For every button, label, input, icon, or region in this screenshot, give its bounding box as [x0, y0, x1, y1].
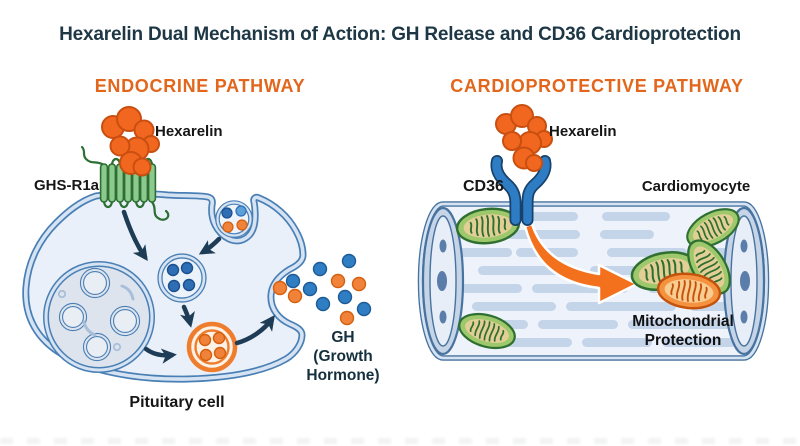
ghs-r1a-label: GHS-R1a	[34, 177, 100, 194]
arrow-nucleus-to-vesicle	[143, 346, 177, 364]
mito-line1: Mitochondrial	[632, 313, 734, 330]
protection-arrow	[523, 222, 639, 305]
pituitary-cell-label: Pituitary cell	[129, 394, 225, 411]
hexarelin-ligand-left	[101, 106, 160, 177]
arrow-exocytosis	[234, 315, 275, 346]
signal-arrows	[121, 209, 275, 364]
nucleoli	[58, 267, 141, 362]
cardiomyocyte-label: Cardiomyocyte	[641, 178, 751, 195]
budding-vesicle	[215, 200, 253, 238]
cardioprotective-pathway-heading: CARDIOPROTECTIVE PATHWAY	[450, 76, 744, 96]
gh-molecule-dots	[272, 253, 372, 326]
arrow-vesicle-maturation	[180, 304, 195, 328]
nucleus	[43, 261, 155, 373]
endocrine-pathway-heading: ENDOCRINE PATHWAY	[94, 76, 306, 96]
nucleus-texture	[57, 284, 135, 352]
mito-line2: Protection	[644, 332, 722, 349]
hexarelin-label-left: Hexarelin	[155, 123, 223, 140]
gh-line3: Hormone)	[306, 367, 380, 384]
mitochondrial-protection-label: Mitochondrial Protection	[632, 312, 734, 350]
gh-line2: (Growth	[313, 348, 373, 365]
gh-line1: GH	[331, 329, 355, 346]
cd36-label: CD36	[463, 178, 504, 195]
receptor-n-terminus	[80, 145, 106, 167]
hexarelin-label-right: Hexarelin	[549, 123, 617, 140]
secretory-vesicle-orange	[186, 321, 238, 373]
cropped-text-remnant	[0, 438, 800, 444]
cd36-receptor	[490, 155, 552, 226]
arrow-endosome-in	[198, 236, 222, 255]
diagram-title: Hexarelin Dual Mechanism of Action: GH R…	[59, 24, 741, 45]
hexarelin-ligand-right	[495, 104, 553, 172]
arrow-receptor-to-vesicle	[121, 209, 148, 262]
cell-end-cap-right	[722, 206, 766, 356]
cell-end-cap-left	[421, 206, 465, 356]
secretory-vesicle-blue	[157, 253, 207, 303]
growth-hormone-label: GH (Growth Hormone)	[306, 328, 379, 385]
receptor-c-terminus	[150, 200, 170, 221]
